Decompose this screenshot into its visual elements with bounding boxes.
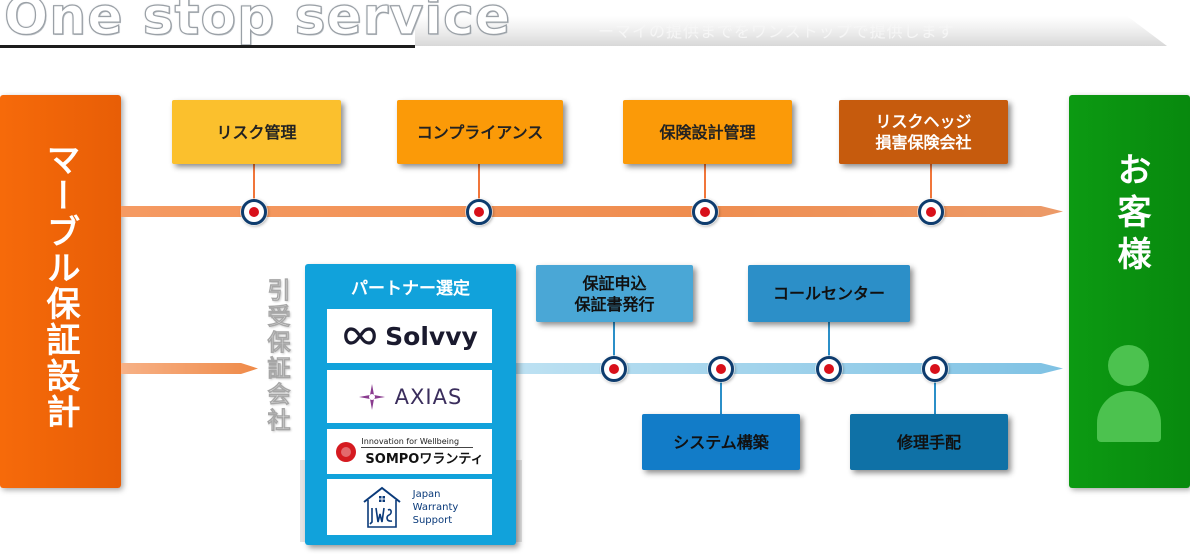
node-dot — [708, 356, 734, 382]
sompo-tagline: Innovation for Wellbeing — [361, 437, 474, 448]
node-dot — [241, 199, 267, 225]
axias-logo: AXIAS — [327, 370, 492, 423]
connector-line — [934, 370, 936, 414]
sompo-row: Innovation for Wellbeing SOMPOワランティ — [335, 437, 484, 467]
sompo-texts: Innovation for Wellbeing SOMPOワランティ — [361, 437, 484, 467]
node-dot — [816, 356, 842, 382]
node-dot — [601, 356, 627, 382]
partner-title: パートナー選定 — [351, 279, 470, 299]
connector-line — [478, 164, 480, 212]
connector-line — [828, 322, 830, 370]
page-title: One stop service — [3, 0, 512, 48]
risk-hedge-insurer-box: リスクヘッジ 損害保険会社 — [839, 100, 1008, 164]
node-dot — [918, 199, 944, 225]
warranty-application-box: 保証申込 保証書発行 — [536, 265, 693, 322]
sparkle-icon — [358, 383, 385, 410]
call-center-box: コールセンター — [748, 265, 910, 322]
person-icon-body — [1097, 391, 1161, 442]
connector-line — [930, 164, 932, 212]
person-icon — [1108, 345, 1149, 386]
node-dot — [922, 356, 948, 382]
connector-line — [720, 370, 722, 414]
connector-line — [253, 164, 255, 212]
system-build-box: システム構築 — [642, 414, 800, 470]
sompo-text: SOMPOワランティ — [365, 451, 484, 467]
risk-management-box: リスク管理 — [172, 100, 341, 164]
marble-panel — [0, 95, 121, 488]
house-icon — [363, 486, 401, 528]
axias-text: AXIAS — [394, 384, 463, 409]
node-dot — [466, 199, 492, 225]
connector-line — [613, 322, 615, 370]
page-subtitle: ーマイの提供までをワンストップで提供します — [598, 22, 955, 41]
repair-arrangement-box: 修理手配 — [850, 414, 1008, 470]
title-underline — [0, 45, 415, 48]
sompo-logo: Innovation for Wellbeing SOMPOワランティ — [327, 429, 492, 474]
marble-label: マーブル保証設計 — [40, 142, 80, 430]
jws-logo: Japan Warranty Support — [327, 479, 492, 535]
infinity-icon — [344, 327, 377, 345]
guarantor-label: 引受保証会社 — [263, 278, 290, 435]
insurance-design-box: 保険設計管理 — [623, 100, 792, 164]
sompo-mark-icon — [336, 441, 357, 462]
solvvy-text: Solvvy — [385, 321, 478, 351]
compliance-box: コンプライアンス — [397, 100, 563, 164]
jws-text: Japan Warranty Support — [412, 488, 459, 526]
node-dot — [692, 199, 718, 225]
solvvy-logo: Solvvy — [327, 309, 492, 363]
connector-line — [704, 164, 706, 212]
flow-arrow-services — [514, 363, 1063, 374]
flow-arrow-to-guarantor — [121, 363, 258, 374]
header-band — [415, 16, 1167, 46]
flow-arrow-top — [121, 206, 1063, 217]
customer-label: お客様 — [1111, 152, 1151, 278]
